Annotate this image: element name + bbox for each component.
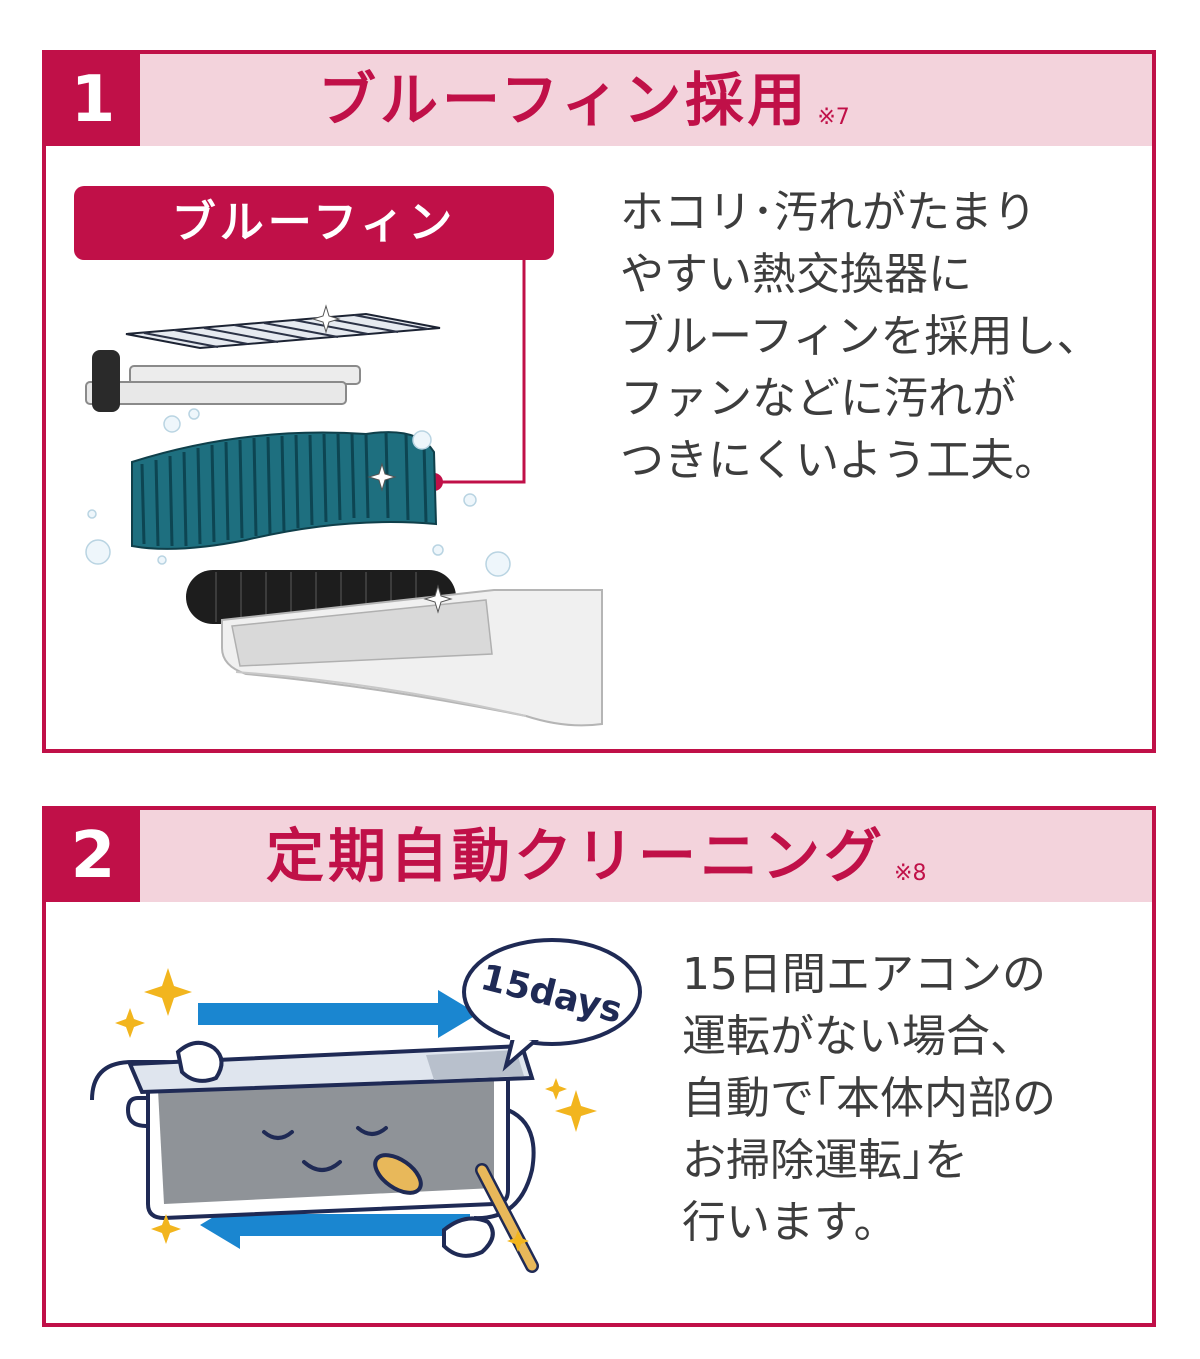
description-line: 自動で｢本体内部の (682, 1073, 1056, 1124)
speech-bubble: 15days (462, 938, 642, 1072)
section-number-2: 2 (46, 810, 140, 902)
section-number-1: 1 (46, 54, 140, 146)
description-line: お掃除運転｣を (682, 1135, 968, 1186)
title-text-1: ブルーフィン採用 (318, 66, 810, 134)
aircon-character-icon (90, 1040, 539, 1273)
description-line: ホコリ･汚れがたまり (620, 187, 1037, 238)
section-title-1: ブルーフィン採用 ※7 (318, 54, 850, 146)
section-panel-2: 2 定期自動クリーニング ※8 (42, 806, 1156, 1327)
auto-cleaning-illustration: 15days (90, 938, 642, 1273)
footnote-mark-1: ※7 (817, 105, 850, 130)
title-text-2: 定期自動クリーニング (266, 822, 887, 890)
section-header-1: 1 ブルーフィン採用 ※7 (46, 54, 1152, 146)
arrow-right-icon (198, 990, 478, 1038)
bluefin-label: ブルーフィン (74, 186, 554, 260)
footnote-mark-2: ※8 (894, 861, 927, 886)
description-line: つきにくいよう工夫。 (620, 435, 1059, 486)
heat-exchanger-part (131, 431, 438, 550)
section-description-1: ホコリ･汚れがたまり やすい熱交換器に ブルーフィンを採用し、 ファンなどに汚れ… (620, 182, 1100, 492)
brush-icon (373, 1153, 539, 1273)
section-header-2: 2 定期自動クリーニング ※8 (46, 810, 1152, 902)
sparkle-icon (115, 968, 597, 1252)
description-line: 行います。 (682, 1197, 898, 1248)
section-panel-1: 1 ブルーフィン採用 ※7 ブルーフィン (42, 50, 1156, 753)
description-line: やすい熱交換器に (620, 249, 972, 300)
section-title-2: 定期自動クリーニング ※8 (266, 810, 926, 902)
description-line: 15日間エアコンの (682, 949, 1046, 1000)
section-description-2: 15日間エアコンの 運転がない場合、 自動で｢本体内部の お掃除運転｣を 行いま… (682, 944, 1056, 1254)
description-line: 運転がない場合、 (682, 1011, 1034, 1062)
aircon-body-part (221, 589, 603, 727)
filter-part (125, 312, 441, 350)
description-line: ブルーフィンを採用し、 (620, 311, 1101, 362)
aircon-exploded-illustration (85, 260, 603, 727)
description-line: ファンなどに汚れが (620, 373, 1016, 424)
